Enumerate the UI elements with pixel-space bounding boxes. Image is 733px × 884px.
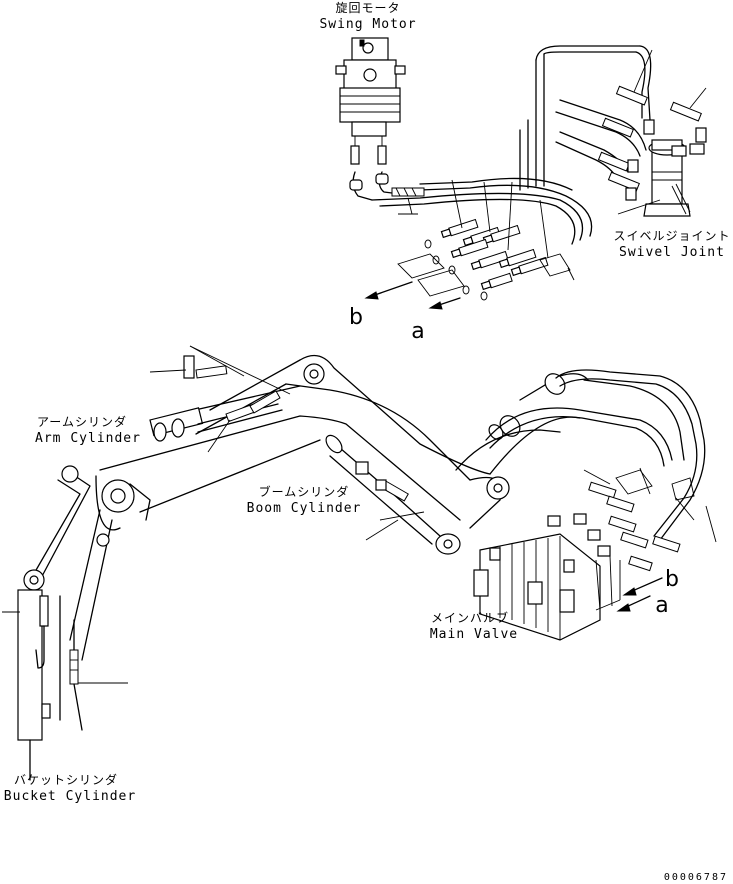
ref-letter-b-bottom: b <box>665 567 679 592</box>
swing-motor-label: 旋回モータ Swing Motor <box>319 1 416 32</box>
boom-and-arm <box>17 354 589 781</box>
arm-hose-fittings <box>2 345 425 684</box>
swing-motor-label-jp: 旋回モータ <box>335 1 400 15</box>
main-valve-label: メインバルブ Main Valve <box>430 610 518 642</box>
swivel-joint-label-jp: スイベルジョイント <box>613 229 730 243</box>
swivel-joint-label-en: Swivel Joint <box>619 245 725 260</box>
lower-hose-bundle <box>455 369 706 541</box>
swivel-joint-label: スイベルジョイント Swivel Joint <box>613 229 730 260</box>
boom-cylinder-label-jp: ブームシリンダ <box>259 484 350 499</box>
ref-letter-b-top: b <box>349 305 363 330</box>
swing-motor-label-en: Swing Motor <box>319 17 416 32</box>
ref-letter-a-bottom: a <box>655 593 668 618</box>
boom-cylinder-label: ブームシリンダ Boom Cylinder <box>247 484 362 516</box>
bucket-cylinder-label: バケットシリンダ Bucket Cylinder <box>4 772 136 804</box>
main-valve-label-en: Main Valve <box>430 627 518 642</box>
bucket-cylinder-label-jp: バケットシリンダ <box>14 772 118 787</box>
arm-cylinder-label-jp: アームシリンダ <box>37 414 127 429</box>
upper-hose-fittings <box>364 179 575 310</box>
boom-cylinder-label-en: Boom Cylinder <box>247 501 362 516</box>
main-valve-label-jp: メインバルブ <box>431 610 509 625</box>
arm-cylinder-label: アームシリンダ Arm Cylinder <box>35 414 141 446</box>
swing-motor <box>335 37 406 201</box>
main-valve <box>473 467 717 641</box>
arm-cylinder-label-en: Arm Cylinder <box>35 431 141 446</box>
bucket-cylinder-label-en: Bucket Cylinder <box>4 789 136 804</box>
swivel-joint <box>555 45 707 217</box>
document-number: 00006787 <box>664 872 728 883</box>
ref-letter-a-top: a <box>411 319 424 344</box>
upper-hose-bundle <box>371 45 641 245</box>
